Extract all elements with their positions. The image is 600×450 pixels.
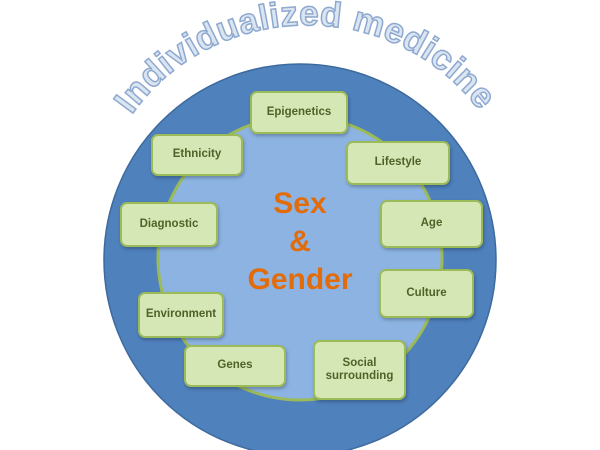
- factor-box-culture: Culture: [379, 269, 474, 318]
- factor-box-epigenetics: Epigenetics: [250, 91, 348, 134]
- center-label: Sex & Gender: [225, 185, 375, 299]
- center-label-line2: &: [289, 225, 311, 258]
- factor-box-lifestyle: Lifestyle: [346, 141, 450, 185]
- factor-box-diagnostic: Diagnostic: [120, 202, 218, 247]
- factor-box-genes: Genes: [184, 345, 286, 387]
- center-label-line3: Gender: [247, 263, 353, 296]
- factor-box-age: Age: [380, 200, 483, 248]
- factor-box-ethnicity: Ethnicity: [151, 134, 243, 176]
- center-label-line1: Sex: [273, 187, 327, 220]
- factor-box-environment: Environment: [138, 292, 224, 338]
- factor-box-social-surrounding: Social surrounding: [313, 340, 406, 400]
